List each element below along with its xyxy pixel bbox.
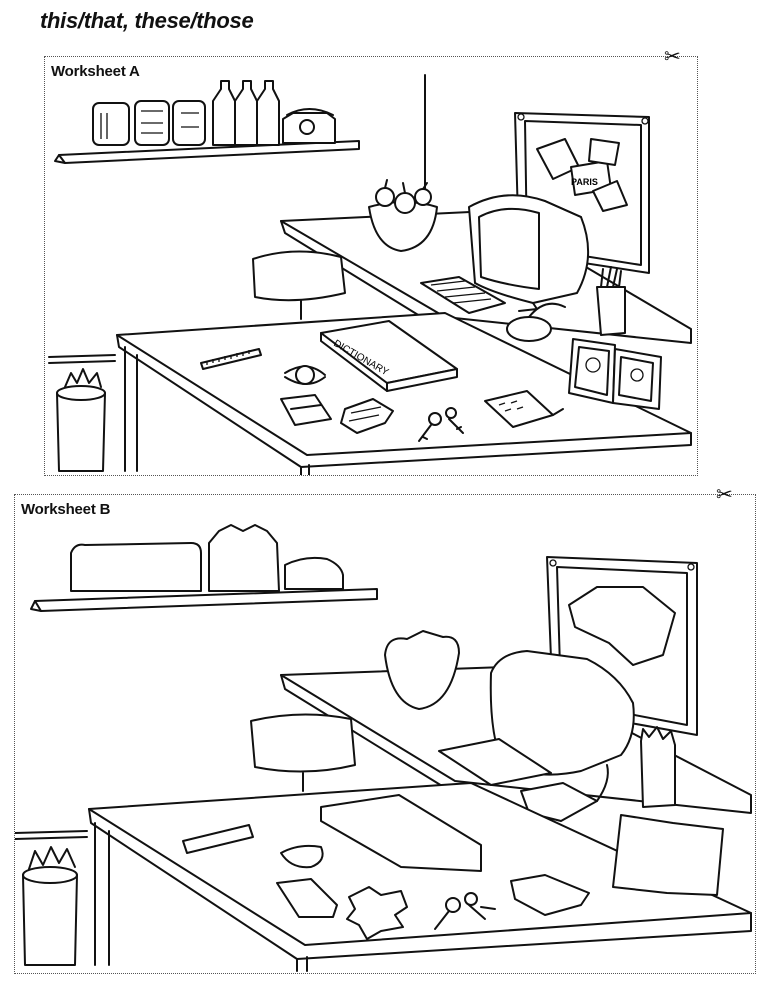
photo-frames xyxy=(568,338,662,410)
keys xyxy=(418,407,464,442)
poster-text: PARIS xyxy=(571,177,598,187)
pencil-holder-outline xyxy=(640,726,676,808)
chair xyxy=(252,250,346,320)
page-title: this/that, these/those xyxy=(40,8,254,33)
floor-line xyxy=(15,830,88,840)
bread-loaves xyxy=(92,100,206,146)
banknotes xyxy=(340,398,394,434)
waste-bin xyxy=(56,368,106,472)
computer-mouse xyxy=(506,302,566,342)
photo-frames-outline xyxy=(612,814,724,896)
chair xyxy=(250,713,356,792)
wristwatch xyxy=(284,365,326,385)
floor-line xyxy=(48,354,116,364)
scissors-icon: ✂ xyxy=(664,46,681,68)
mobile-phone xyxy=(484,390,564,428)
telephone xyxy=(282,108,336,144)
telephone-outline xyxy=(284,556,344,590)
worksheet-a-drawing: PARIS xyxy=(48,74,692,475)
comb xyxy=(200,348,262,370)
keyboard xyxy=(420,276,506,314)
dictionary-book-outline xyxy=(320,794,482,872)
bottles-outline xyxy=(208,524,280,592)
wallet xyxy=(280,394,332,426)
shelf xyxy=(30,588,378,612)
worksheet-a-label: Worksheet A xyxy=(51,63,140,80)
wall-poster xyxy=(546,556,698,736)
worksheet-a: Worksheet A xyxy=(44,56,698,476)
wallet-outline xyxy=(276,878,338,918)
wristwatch-outline xyxy=(280,844,324,869)
pencil-holder xyxy=(596,266,626,336)
mobile-phone-outline xyxy=(510,874,590,916)
fruit-bowl-outline xyxy=(384,630,460,710)
comb-outline xyxy=(182,824,254,854)
worksheet-b-drawing xyxy=(15,524,752,972)
scissors-icon: ✂ xyxy=(716,484,733,506)
banknotes-outline xyxy=(346,886,408,940)
worksheet-b-label: Worksheet B xyxy=(21,501,111,518)
keyboard-outline xyxy=(438,738,552,786)
bottles xyxy=(212,80,280,146)
waste-bin xyxy=(22,846,78,966)
bread-loaves-outline xyxy=(70,542,202,592)
keys xyxy=(434,892,496,930)
worksheet-b: Worksheet B xyxy=(14,494,756,974)
fruit-bowl xyxy=(368,179,438,252)
